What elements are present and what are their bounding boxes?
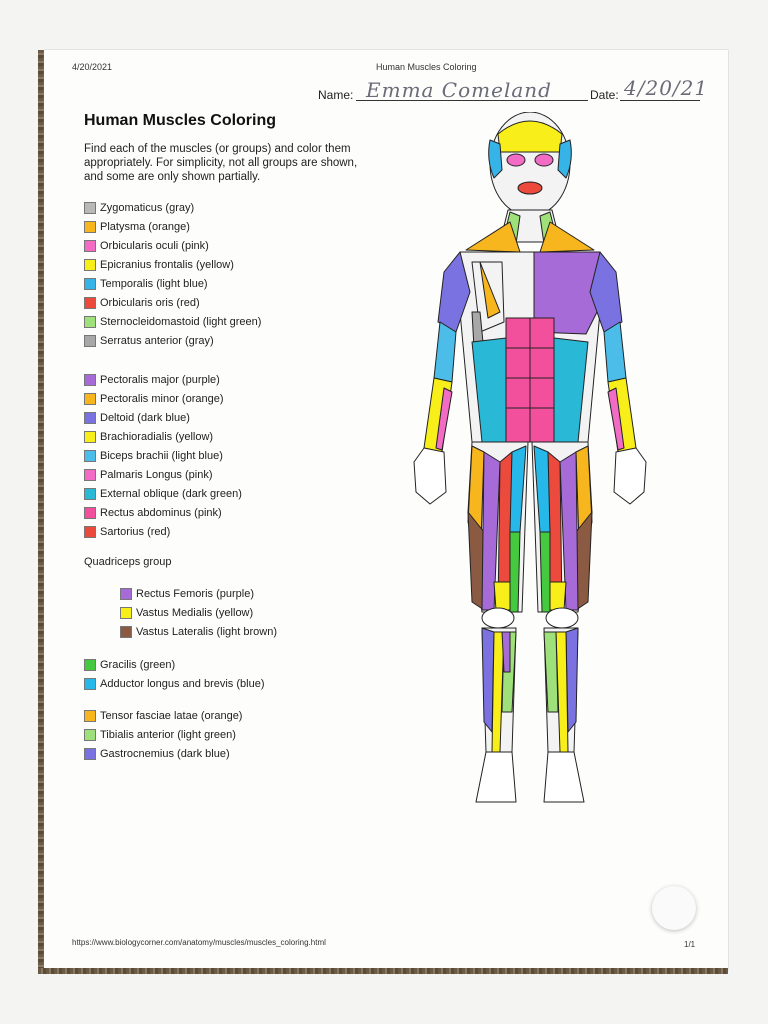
legend-item: Orbicularis oculi (pink) (84, 236, 364, 255)
color-swatch (84, 315, 96, 328)
legend-item: Serratus anterior (gray) (84, 331, 364, 350)
scan-edge-left (38, 50, 44, 972)
print-date: 4/20/2021 (72, 62, 113, 72)
legend-item: Zygomaticus (gray) (84, 198, 364, 217)
legend-item: Tensor fasciae latae (orange) (84, 706, 364, 725)
legend-label: Temporalis (light blue) (100, 277, 208, 290)
legend-label: Pectoralis minor (orange) (100, 392, 224, 405)
legend-label: Orbicularis oris (red) (100, 296, 200, 309)
color-swatch (84, 506, 96, 519)
legend-item: Brachioradialis (yellow) (84, 427, 364, 446)
color-swatch (84, 373, 96, 386)
date-label: Date: (590, 88, 619, 102)
date-handwritten: 4/20/21 (624, 76, 709, 100)
color-swatch (84, 487, 96, 500)
color-swatch (84, 430, 96, 443)
color-swatch (120, 606, 132, 619)
legend-label: Biceps brachii (light blue) (100, 449, 223, 462)
legend-label: Palmaris Longus (pink) (100, 468, 213, 481)
color-swatch (84, 709, 96, 722)
footer-url: https://www.biologycorner.com/anatomy/mu… (72, 938, 326, 947)
color-swatch (120, 587, 132, 600)
legend-item: Vastus Lateralis (light brown) (84, 622, 364, 641)
legend-item: Pectoralis minor (orange) (84, 389, 364, 408)
legend-label: Platysma (orange) (100, 220, 190, 233)
legend-label: Adductor longus and brevis (blue) (100, 677, 265, 690)
legend-label: Tibialis anterior (light green) (100, 728, 236, 741)
name-label: Name: (318, 88, 354, 102)
color-swatch (84, 296, 96, 309)
quadriceps-list: Rectus Femoris (purple) Vastus Medialis (… (84, 584, 364, 641)
floating-action-button[interactable] (652, 886, 696, 930)
legend-item: Sartorius (red) (84, 522, 364, 541)
legend-label: External oblique (dark green) (100, 487, 242, 500)
legend-label: Rectus Femoris (purple) (136, 587, 254, 600)
legend-item: Rectus Femoris (purple) (84, 584, 364, 603)
muscle-list-c: Gracilis (green) Adductor longus and brev… (84, 655, 364, 693)
footer-page-number: 1/1 (684, 940, 696, 949)
legend-item: Gastrocnemius (dark blue) (84, 744, 364, 763)
color-swatch (84, 334, 96, 347)
legend-label: Gastrocnemius (dark blue) (100, 747, 230, 760)
legend-label: Tensor fasciae latae (orange) (100, 709, 243, 722)
legend-label: Sartorius (red) (100, 525, 171, 538)
color-swatch (120, 625, 132, 638)
legend-label: Sternocleidomastoid (light green) (100, 315, 262, 328)
color-swatch (84, 677, 96, 690)
color-swatch (84, 392, 96, 405)
color-swatch (84, 747, 96, 760)
legend-item: Deltoid (dark blue) (84, 408, 364, 427)
color-swatch (84, 468, 96, 481)
legend-label: Vastus Lateralis (light brown) (136, 625, 278, 638)
date-line (620, 100, 700, 101)
legend-item: Palmaris Longus (pink) (84, 465, 364, 484)
legend-item: Rectus abdominus (pink) (84, 503, 364, 522)
worksheet-paper (44, 50, 728, 970)
name-handwritten: Emma Comeland (366, 78, 552, 102)
legend-item: Biceps brachii (light blue) (84, 446, 364, 465)
name-line (356, 100, 588, 101)
color-swatch (84, 239, 96, 252)
legend-item: Temporalis (light blue) (84, 274, 364, 293)
legend-item: Epicranius frontalis (yellow) (84, 255, 364, 274)
color-swatch (84, 201, 96, 214)
muscle-list-d: Tensor fasciae latae (orange) Tibialis an… (84, 706, 364, 763)
legend-label: Gracilis (green) (100, 658, 176, 671)
legend-label: Epicranius frontalis (yellow) (100, 258, 234, 271)
quadriceps-heading: Quadriceps group (84, 556, 172, 568)
legend-item: Adductor longus and brevis (blue) (84, 674, 364, 693)
color-swatch (84, 525, 96, 538)
legend-label: Rectus abdominus (pink) (100, 506, 222, 519)
legend-item: Tibialis anterior (light green) (84, 725, 364, 744)
human-muscles-figure (413, 112, 647, 803)
muscle-list-b: Pectoralis major (purple) Pectoralis mino… (84, 370, 364, 541)
legend-item: External oblique (dark green) (84, 484, 364, 503)
legend-label: Pectoralis major (purple) (100, 373, 220, 386)
color-swatch (84, 220, 96, 233)
color-swatch (84, 449, 96, 462)
legend-item: Platysma (orange) (84, 217, 364, 236)
legend-item: Pectoralis major (purple) (84, 370, 364, 389)
legend-item: Orbicularis oris (red) (84, 293, 364, 312)
scan-edge-bottom (38, 968, 728, 974)
color-swatch (84, 728, 96, 741)
legend-item: Vastus Medialis (yellow) (84, 603, 364, 622)
legend-label: Vastus Medialis (yellow) (136, 606, 254, 619)
color-swatch (84, 411, 96, 424)
color-swatch (84, 277, 96, 290)
legend-label: Orbicularis oculi (pink) (100, 239, 209, 252)
legend-label: Deltoid (dark blue) (100, 411, 190, 424)
legend-label: Zygomaticus (gray) (100, 201, 195, 214)
print-title: Human Muscles Coloring (376, 62, 477, 72)
muscle-list-a: Zygomaticus (gray) Platysma (orange) Orbic… (84, 198, 364, 350)
legend-item: Gracilis (green) (84, 655, 364, 674)
legend-label: Brachioradialis (yellow) (100, 430, 214, 443)
page-title: Human Muscles Coloring (84, 112, 277, 129)
color-swatch (84, 658, 96, 671)
legend-item: Sternocleidomastoid (light green) (84, 312, 364, 331)
color-swatch (84, 258, 96, 271)
instructions: Find each of the muscles (or groups) and… (84, 143, 358, 183)
legend-label: Serratus anterior (gray) (100, 334, 214, 347)
